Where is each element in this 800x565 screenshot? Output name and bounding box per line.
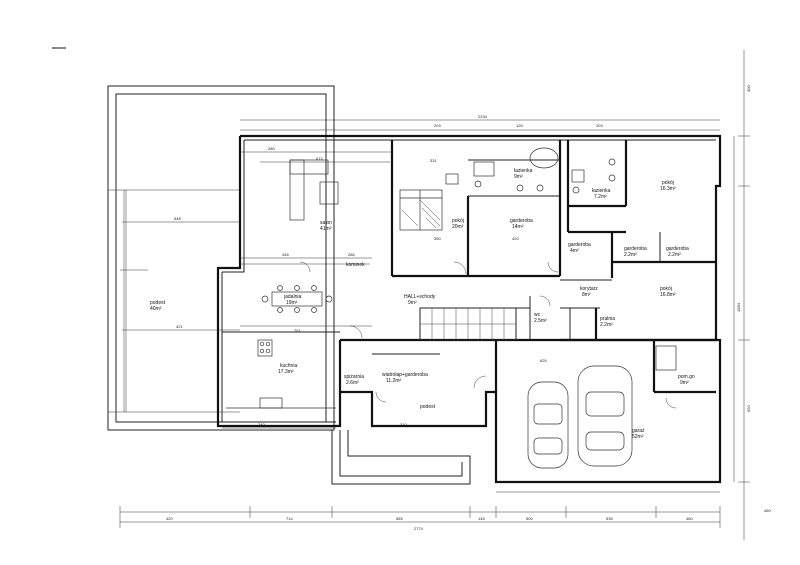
dim-bottom-7: 460	[686, 516, 693, 521]
room-garderoba1: garderoba	[510, 218, 533, 224]
dimension-lines	[119, 50, 750, 540]
dim-446: 446	[282, 252, 289, 257]
room-pokoj1-area: 20m²	[452, 224, 464, 230]
room-garaz-area: 52m²	[632, 434, 644, 440]
dim-421: 421	[176, 324, 183, 329]
room-garaz: garaż	[632, 428, 645, 434]
room-jadalnia-area: 19m²	[286, 300, 298, 306]
dim-right-3: 620	[746, 405, 751, 412]
room-hall: HALL+schody	[404, 294, 436, 300]
room-pom-area: 9m²	[680, 380, 689, 386]
room-garderoba4: garderoba	[568, 242, 591, 248]
room-salon-area: 41m²	[320, 226, 332, 232]
room-garderoba1-area: 14m²	[512, 224, 524, 230]
dim-bottom-5: 500	[526, 516, 533, 521]
dim-top-total: 2234	[478, 114, 488, 119]
kitchen-fixtures	[226, 339, 336, 409]
room-hall-area: 9m²	[408, 300, 417, 306]
room-garderoba3: garderoba	[666, 246, 689, 252]
room-lazienka1: łazienka	[514, 168, 533, 174]
car-left	[527, 381, 569, 469]
dim-bottom-total: 2774	[414, 526, 424, 531]
room-pokoj2-area: 16.3m²	[660, 186, 676, 192]
dim-548: 548	[174, 216, 181, 221]
interior-walls	[222, 140, 716, 394]
dining-table	[261, 285, 333, 313]
room-pokoj3-area: 16.8m²	[660, 292, 676, 298]
dim-right-4: 460	[764, 508, 771, 513]
dim-top-a: 203	[434, 123, 441, 128]
staircase	[419, 307, 517, 341]
dim-331: 331	[430, 158, 437, 163]
room-salon: salon	[320, 220, 332, 226]
room-wc: wc	[534, 312, 541, 318]
dim-bottom-3: 565	[396, 516, 403, 521]
dim-280: 280	[268, 146, 275, 151]
dim-bottom-4: 145	[478, 516, 485, 521]
room-pokoj1: pokój	[452, 218, 464, 224]
room-pom: pom.go	[678, 374, 695, 380]
dim-right-1: 400	[746, 85, 751, 92]
room-lazienka2-area: 7.2m²	[594, 194, 607, 200]
room-pralnia: pralnia	[600, 316, 615, 322]
car-right	[577, 365, 633, 467]
dim-bottom-2: 714	[286, 516, 293, 521]
room-spizarnia-area: 2.6m²	[346, 380, 359, 386]
room-wiatrolap-area: 11.2m²	[386, 378, 402, 384]
room-kominek: kominek	[346, 262, 365, 268]
room-garderoba2: garderoba	[624, 246, 647, 252]
dim-top-b: 125	[516, 123, 523, 128]
dim-350: 350	[434, 236, 441, 241]
room-korytarz-area: 8m²	[582, 292, 591, 298]
room-korytarz: korytarz	[580, 286, 598, 292]
room-kuchnia: kuchnia	[280, 363, 297, 369]
room-garderoba3-area: 2.2m²	[668, 252, 681, 258]
dim-bottom-6: 535	[606, 516, 613, 521]
dim-top-c: 203	[596, 123, 603, 128]
room-spizarnia: spiżarnia	[344, 374, 364, 380]
room-garderoba4-area: 4m²	[570, 248, 579, 254]
dim-right-2: 1584	[736, 302, 741, 312]
dim-210: 210	[400, 422, 407, 427]
room-podest2: podest	[420, 404, 436, 410]
dim-761: 761	[294, 328, 301, 333]
dim-420: 420	[512, 236, 519, 241]
room-podest: podest	[150, 300, 166, 306]
room-pralnia-area: 2.2m²	[600, 322, 613, 328]
dim-625: 625	[540, 358, 547, 363]
room-jadalnia: jadalnia	[283, 294, 301, 300]
doors	[299, 261, 677, 409]
room-kuchnia-area: 17.3m²	[278, 369, 294, 375]
room-podest-area: 40m²	[150, 306, 162, 312]
dim-286: 286	[348, 252, 355, 257]
room-garderoba2-area: 2.2m²	[624, 252, 637, 258]
bathroom-fixtures	[445, 147, 616, 194]
room-pokoj3: pokój	[660, 286, 672, 292]
sofa	[289, 159, 339, 221]
dim-672: 672	[316, 156, 323, 161]
bed	[399, 189, 443, 231]
boiler-unit	[655, 345, 677, 371]
room-wiatrolap: wiatrołap+garderoba	[382, 372, 428, 378]
room-pokoj2: pokój	[662, 180, 674, 186]
room-wc-area: 2.5m²	[534, 318, 547, 324]
room-lazienka2: łazienka	[592, 188, 611, 194]
exterior-walls	[216, 134, 722, 484]
dim-240: 240	[258, 422, 265, 427]
porch-outline	[331, 430, 471, 485]
dim-bottom-1: 420	[166, 516, 173, 521]
room-lazienka1-area: 9m²	[514, 174, 523, 180]
